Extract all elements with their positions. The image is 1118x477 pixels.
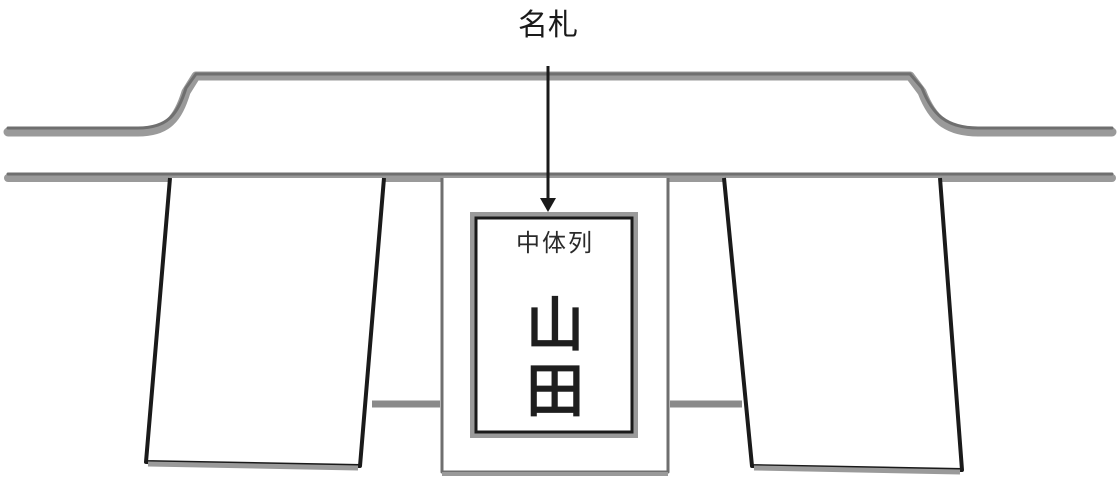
nameplate [470,212,638,438]
roof-beam [3,71,1117,182]
left-hanging-panel [144,177,386,471]
callout-label-nameplate: 名札 [518,8,578,43]
callout-arrow [540,66,556,212]
nameplate-name-line-2: 田 [525,357,584,425]
right-hanging-panel [722,177,964,475]
roof-beam-top [6,72,1114,130]
roof-beam-shadow [3,71,1117,137]
nameplate-header-text: 中体列 [516,229,594,257]
nameplate-name-text: 山 田 [500,292,610,424]
nameplate-name-line-1: 山 [525,291,584,359]
